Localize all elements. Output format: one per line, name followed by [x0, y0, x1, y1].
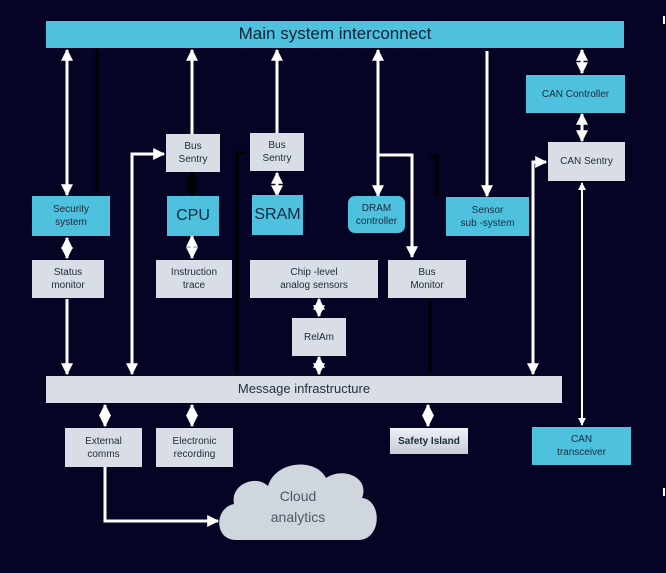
connector-message-bus-sentry-cpu: [126, 148, 166, 376]
sram-block: SRAM: [252, 195, 303, 235]
electronic-recording-block: Electronic recording: [156, 428, 233, 467]
cloud-analytics-shape: [219, 464, 377, 540]
connector-message-sentry-sram-black: [235, 151, 246, 374]
frame-edge-bottom: [663, 488, 665, 496]
can-transceiver-block: CAN transceiver: [532, 427, 631, 465]
cpu-block: CPU: [167, 196, 219, 236]
frame-edge-top: [663, 16, 665, 24]
connector-interconnect-bus-monitor: [378, 153, 418, 259]
connector-external-cloud: [103, 467, 220, 527]
security-system-block: Security system: [32, 196, 110, 236]
bus-sentry-sram-block: Bus Sentry: [250, 133, 304, 171]
can-sentry-block: CAN Sentry: [548, 142, 625, 181]
cloud-analytics-label: Cloud analytics: [270, 488, 326, 525]
relam-block: RelAm: [292, 318, 346, 356]
instruction-trace-block: Instruction trace: [156, 260, 232, 298]
main-system-interconnect: Main system interconnect: [46, 21, 624, 48]
chip-level-analog-sensors-block: Chip -level analog sensors: [250, 260, 378, 298]
message-infrastructure: Message infrastructure: [46, 376, 562, 403]
bus-monitor-block: Bus Monitor: [388, 260, 466, 298]
connector-message-can-sentry: [527, 156, 548, 376]
can-controller-block: CAN Controller: [526, 75, 625, 113]
sensor-subsystem-block: Sensor sub -system: [446, 197, 529, 236]
external-comms-block: External comms: [65, 428, 142, 467]
bus-sentry-cpu-block: Bus Sentry: [166, 134, 220, 172]
status-monitor-block: Status monitor: [32, 260, 104, 298]
dram-controller-block: DRAM controller: [348, 196, 405, 233]
connector-sensor-bus-monitor-black: [430, 154, 439, 196]
safety-island-block: Safety Island: [390, 428, 468, 454]
